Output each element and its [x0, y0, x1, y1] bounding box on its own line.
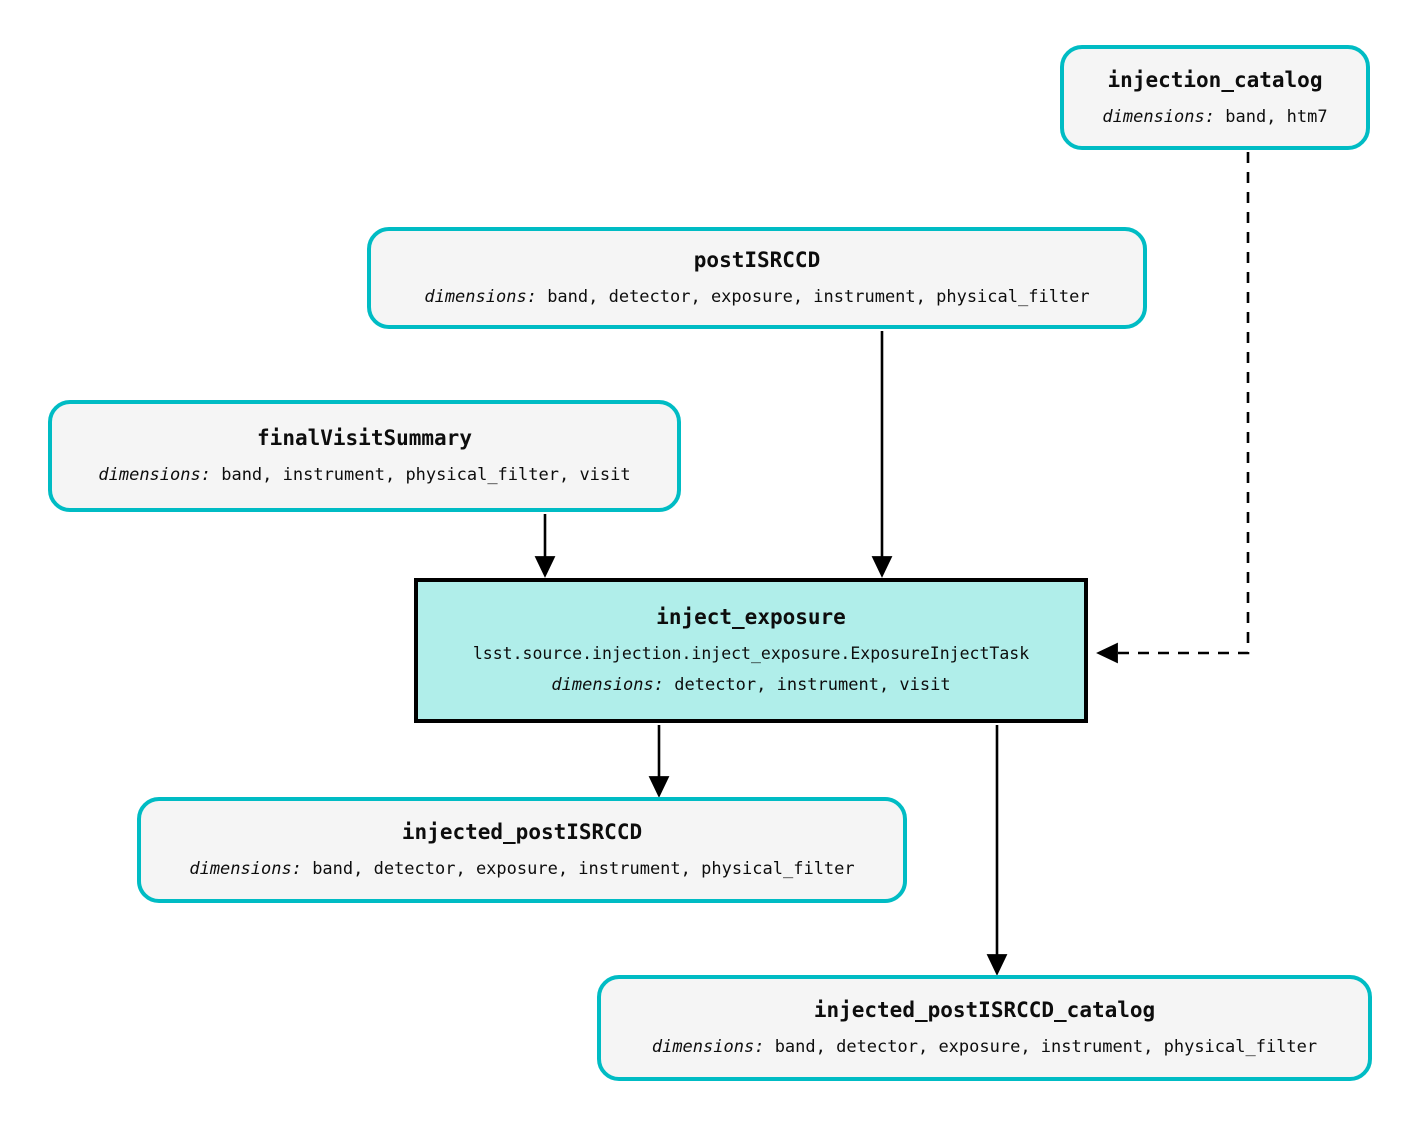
node-class-path: lsst.source.injection.inject_exposure.Ex…	[472, 643, 1030, 663]
dimensions-value: band, detector, exposure, instrument, ph…	[312, 859, 855, 880]
node-finalvisitsummary[interactable]: finalVisitSummary dimensions: band, inst…	[48, 400, 681, 512]
node-dimensions: dimensions: band, detector, exposure, in…	[424, 287, 1089, 307]
dimensions-value: band, detector, exposure, instrument, ph…	[547, 287, 1090, 308]
dimensions-label: dimensions:	[651, 1037, 765, 1058]
dimensions-value: detector, instrument, visit	[674, 675, 951, 696]
node-injection-catalog[interactable]: injection_catalog dimensions: band, htm7	[1060, 45, 1370, 150]
node-inject-exposure-task[interactable]: inject_exposure lsst.source.injection.in…	[414, 578, 1088, 723]
dimensions-label: dimensions:	[189, 859, 302, 880]
node-dimensions: dimensions: band, detector, exposure, in…	[189, 859, 854, 879]
node-injected-postisrccd[interactable]: injected_postISRCCD dimensions: band, de…	[137, 797, 907, 903]
node-injected-postisrccd-catalog[interactable]: injected_postISRCCD_catalog dimensions: …	[597, 975, 1372, 1081]
node-title: injection_catalog	[1107, 67, 1323, 92]
node-postisrccd[interactable]: postISRCCD dimensions: band, detector, e…	[367, 227, 1147, 329]
dimensions-value: band, htm7	[1225, 106, 1328, 127]
node-dimensions: dimensions: detector, instrument, visit	[551, 675, 950, 695]
dimensions-label: dimensions:	[424, 287, 537, 308]
node-title: injected_postISRCCD_catalog	[813, 998, 1156, 1023]
node-dimensions: dimensions: band, detector, exposure, in…	[652, 1037, 1317, 1057]
dimensions-value: band, detector, exposure, instrument, ph…	[774, 1037, 1318, 1058]
node-dimensions: dimensions: band, htm7	[1102, 107, 1327, 127]
node-title: finalVisitSummary	[257, 426, 472, 451]
dimensions-value: band, instrument, physical_filter, visit	[221, 465, 631, 486]
dimensions-label: dimensions:	[1102, 106, 1215, 127]
node-title: postISRCCD	[693, 248, 821, 273]
dimensions-label: dimensions:	[551, 675, 664, 696]
node-title: injected_postISRCCD	[401, 820, 643, 845]
node-dimensions: dimensions: band, instrument, physical_f…	[98, 465, 630, 485]
node-title: inject_exposure	[656, 605, 846, 630]
dimensions-label: dimensions:	[98, 465, 211, 486]
